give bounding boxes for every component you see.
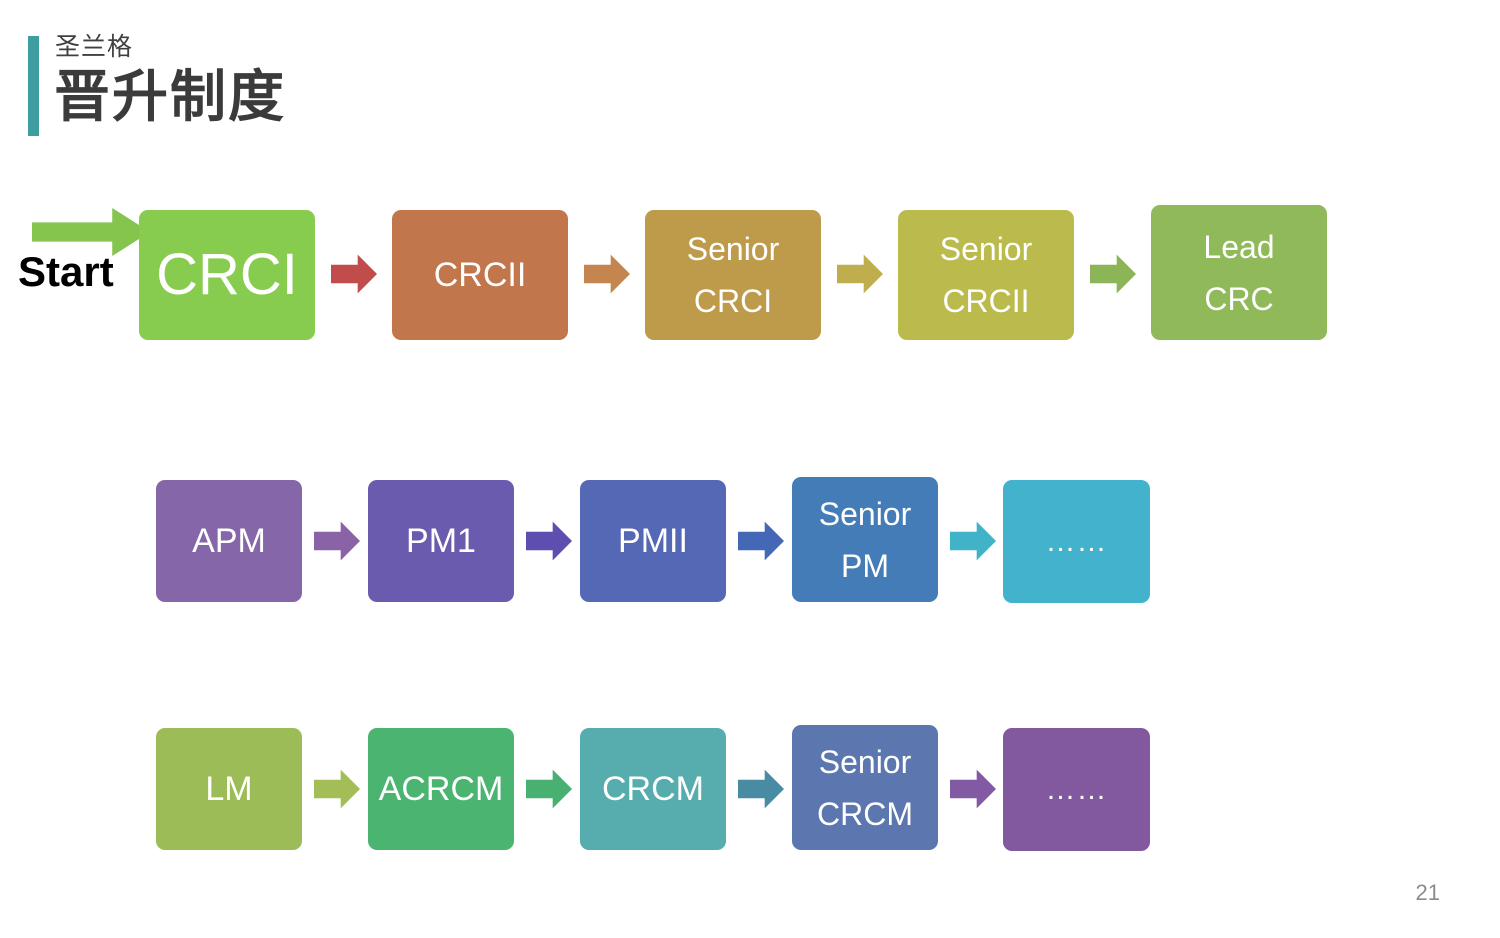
flow-arrow-shape <box>738 521 784 561</box>
flow-arrow-shape <box>584 254 630 294</box>
title-accent-bar <box>28 36 39 136</box>
flow-arrow-icon <box>314 768 360 810</box>
start-label: Start <box>18 248 114 295</box>
flow-box-label: CRCM <box>817 795 913 832</box>
flow-box[interactable]: CRCII <box>392 210 568 340</box>
flow-arrow-icon <box>314 520 360 562</box>
flow-box-label: Senior <box>686 231 780 267</box>
flow-arrow-shape <box>314 521 360 561</box>
flow-arrow-icon <box>837 253 883 295</box>
page-title: 晋升制度 <box>54 65 286 128</box>
flow-box-label: ACRCM <box>378 770 504 808</box>
flow-box[interactable]: …… <box>1003 728 1150 851</box>
start-arrow-icon <box>32 208 150 256</box>
flow-box-label: CRCM <box>602 770 704 808</box>
flow-arrow-shape <box>331 254 377 294</box>
flow-box[interactable]: CRCM <box>580 728 726 850</box>
flow-box-label: Lead <box>1203 228 1275 265</box>
flow-box[interactable]: CRCI <box>139 210 315 340</box>
flow-box-label: …… <box>1045 772 1108 806</box>
flow-box-label: …… <box>1045 524 1108 558</box>
flow-box-label: Senior <box>818 743 912 780</box>
flow-arrow-shape <box>526 521 572 561</box>
flow-box-label: APM <box>192 522 266 560</box>
flow-box-label: CRC <box>1204 280 1274 317</box>
flow-box-label: PMII <box>618 522 688 560</box>
flow-arrow-shape <box>526 769 572 809</box>
slide-subtitle: 圣兰格 <box>55 33 134 61</box>
flow-arrow-icon <box>1090 253 1136 295</box>
flow-box[interactable]: ACRCM <box>368 728 514 850</box>
flow-arrow-icon <box>950 768 996 810</box>
flow-box[interactable]: PM1 <box>368 480 514 602</box>
flow-box-label: CRCII <box>942 283 1030 319</box>
start-marker: Start <box>18 200 158 310</box>
flow-arrow-shape <box>950 769 996 809</box>
page-number: 21 <box>1415 880 1440 905</box>
flow-arrow-shape <box>738 769 784 809</box>
flow-arrow-icon <box>738 768 784 810</box>
flow-box-label: Senior <box>818 495 912 532</box>
flow-arrow-icon <box>526 768 572 810</box>
flow-box[interactable]: LM <box>156 728 302 850</box>
flow-arrow-icon <box>526 520 572 562</box>
flow-box-label: CRCII <box>433 256 527 294</box>
flow-box-label: PM <box>841 547 889 584</box>
flow-box[interactable]: …… <box>1003 480 1150 603</box>
flow-box[interactable]: PMII <box>580 480 726 602</box>
flow-box-label: LM <box>205 770 253 808</box>
flow-arrow-shape <box>314 769 360 809</box>
flow-box-label: PM1 <box>406 522 476 560</box>
flow-arrow-icon <box>950 520 996 562</box>
flow-arrow-icon <box>738 520 784 562</box>
flow-box[interactable]: APM <box>156 480 302 602</box>
flow-arrow-icon <box>584 253 630 295</box>
flow-box-label: CRCI <box>693 283 773 319</box>
flow-arrow-shape <box>837 254 883 294</box>
flow-arrow-icon <box>331 253 377 295</box>
flow-box-label: CRCI <box>156 242 298 307</box>
flow-box-label: Senior <box>939 231 1033 267</box>
flow-arrow-shape <box>1090 254 1136 294</box>
flow-arrow-shape <box>950 521 996 561</box>
